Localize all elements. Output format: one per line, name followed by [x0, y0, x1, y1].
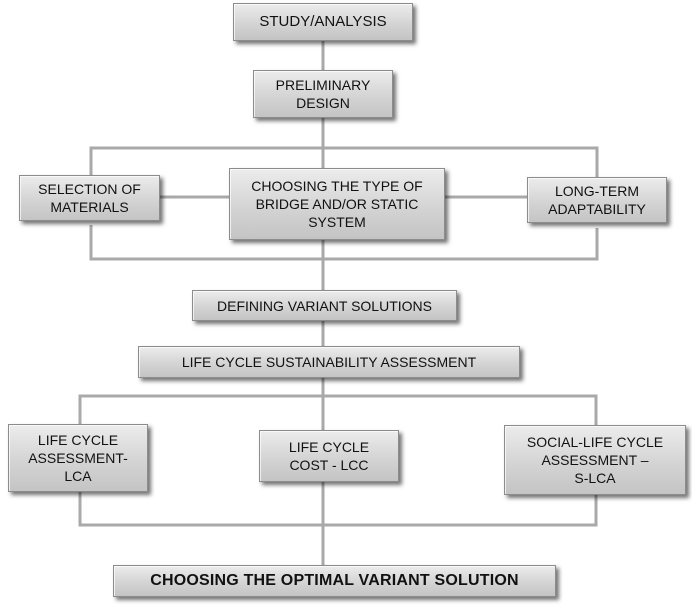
slca-label: SOCIAL-LIFE CYCLE ASSESSMENT – S-LCA	[526, 434, 664, 486]
lcsa-box: LIFE CYCLE SUSTAINABILITY ASSESSMENT	[138, 346, 520, 378]
lcc-label: LIFE CYCLE COST - LCC	[288, 439, 370, 473]
optimal-variant-solution-label: CHOOSING THE OPTIMAL VARIANT SOLUTION	[150, 572, 519, 589]
bridge-type-box: CHOOSING THE TYPE OF BRIDGE AND/OR STATI…	[229, 168, 445, 240]
slca-box: SOCIAL-LIFE CYCLE ASSESSMENT – S-LCA	[504, 425, 686, 495]
lca-box: LIFE CYCLE ASSESSMENT- LCA	[8, 424, 148, 492]
study-analysis-label: STUDY/ANALYSIS	[259, 13, 387, 30]
long-term-adaptability-box: LONG-TERM ADAPTABILITY	[527, 177, 667, 223]
long-term-adaptability-label: LONG-TERM ADAPTABILITY	[548, 183, 646, 217]
lcc-box: LIFE CYCLE COST - LCC	[259, 430, 399, 482]
selection-of-materials-label: SELECTION OF MATERIALS	[38, 181, 141, 215]
defining-variant-solutions-label: DEFINING VARIANT SOLUTIONS	[217, 297, 432, 314]
defining-variant-solutions-box: DEFINING VARIANT SOLUTIONS	[192, 290, 457, 321]
preliminary-design-box: PRELIMINARY DESIGN	[253, 70, 393, 118]
lca-label: LIFE CYCLE ASSESSMENT- LCA	[28, 432, 128, 484]
optimal-variant-solution-box: CHOOSING THE OPTIMAL VARIANT SOLUTION	[113, 565, 556, 597]
lcsa-label: LIFE CYCLE SUSTAINABILITY ASSESSMENT	[181, 354, 477, 370]
selection-of-materials-box: SELECTION OF MATERIALS	[19, 175, 160, 221]
preliminary-design-label: PRELIMINARY DESIGN	[275, 77, 371, 111]
study-analysis-box: STUDY/ANALYSIS	[233, 3, 413, 41]
bridge-type-label: CHOOSING THE TYPE OF BRIDGE AND/OR STATI…	[251, 178, 423, 230]
